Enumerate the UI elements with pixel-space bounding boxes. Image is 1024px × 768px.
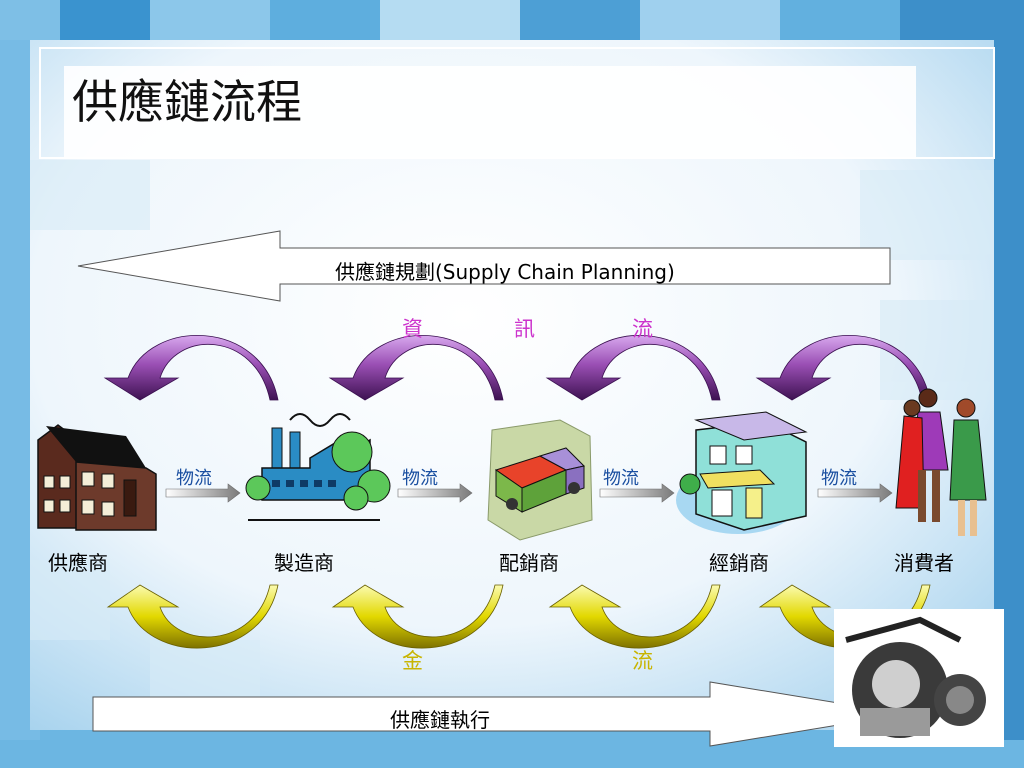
info-flow-char-3: 流 [632,317,653,341]
soft-grid-tiles [30,160,994,700]
money-arrow-2 [331,584,504,649]
flow-arrow-2 [397,483,473,503]
planning-arrow [77,230,891,302]
supplier-house-icon [37,424,157,531]
node-label-distributor: 配銷商 [499,551,559,575]
physical-flow-label-3: 物流 [603,468,639,489]
photo-image [834,609,1004,747]
info-arrow-1 [103,335,279,401]
page-title: 供應鏈流程 [72,75,302,129]
money-arrow-1 [106,584,279,649]
store-icon [676,411,808,534]
physical-flow-arrows [165,483,893,503]
info-flow-char-2: 訊 [514,317,535,341]
info-flow-char-1: 資 [402,317,423,341]
delivery-truck-icon [487,419,593,541]
node-label-manufacturer: 製造商 [274,551,334,575]
physical-flow-label-1: 物流 [176,468,212,489]
info-arrow-3 [545,335,721,401]
title-panel [64,66,916,158]
factory-icon [245,413,391,521]
physical-flow-label-2: 物流 [402,468,438,489]
money-arrow-3 [548,584,721,649]
flow-arrow-1 [165,483,241,503]
execution-arrow [92,681,906,747]
info-arrow-4 [755,335,931,401]
execution-label: 供應鏈執行 [390,708,490,732]
node-label-dealer: 經銷商 [709,551,769,575]
node-label-consumer: 消費者 [894,551,954,575]
money-flow-char-2: 流 [632,649,653,673]
info-arrow-2 [328,335,504,401]
info-flow-arrows [103,335,931,401]
consumers-icon [895,388,987,536]
money-flow-char-1: 金 [402,649,423,673]
flow-arrow-3 [599,483,675,503]
planning-label: 供應鏈規劃(Supply Chain Planning) [335,260,675,284]
physical-flow-label-4: 物流 [821,468,857,489]
flow-arrow-4 [817,483,893,503]
node-label-supplier: 供應商 [48,551,108,575]
